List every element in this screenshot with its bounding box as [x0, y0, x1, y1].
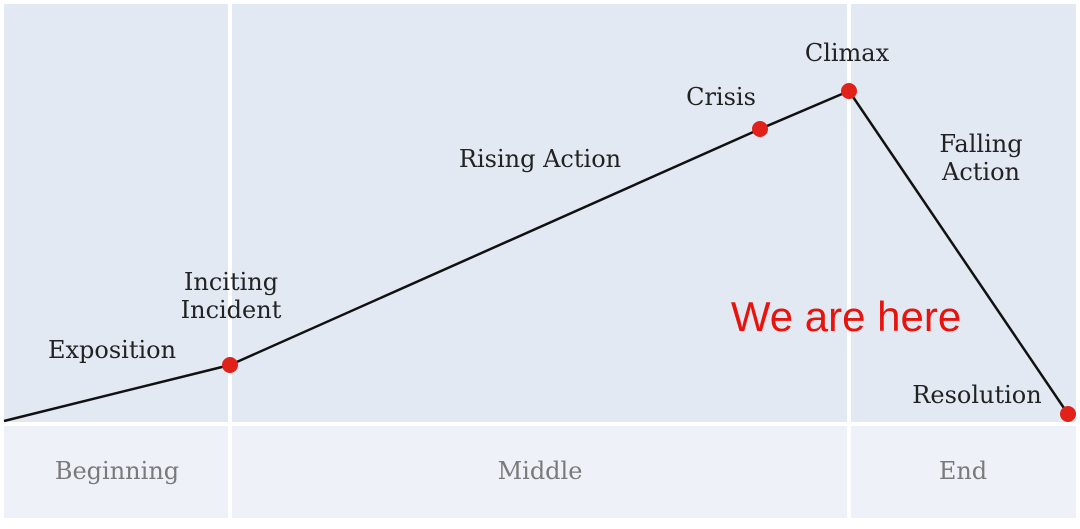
section-band-background	[4, 424, 1076, 518]
label-resolution: Resolution	[912, 381, 1041, 409]
section-beginning: Beginning	[55, 457, 179, 485]
label-crisis: Crisis	[686, 83, 756, 111]
label-exposition: Exposition	[48, 336, 176, 364]
label-inciting-line2: Incident	[181, 296, 282, 324]
marker-inciting-incident	[222, 357, 238, 373]
label-rising-action: Rising Action	[459, 145, 621, 173]
label-inciting-line1: Inciting	[184, 268, 278, 296]
annotation-we-are-here: We are here	[731, 293, 961, 340]
marker-climax	[841, 83, 857, 99]
section-middle: Middle	[498, 457, 583, 485]
marker-crisis	[752, 121, 768, 137]
plot-area-background	[4, 4, 1076, 424]
label-falling-line2: Action	[941, 158, 1020, 186]
section-end: End	[939, 457, 987, 485]
marker-resolution	[1060, 406, 1076, 422]
label-falling-line1: Falling	[939, 130, 1022, 158]
label-climax: Climax	[805, 39, 890, 67]
